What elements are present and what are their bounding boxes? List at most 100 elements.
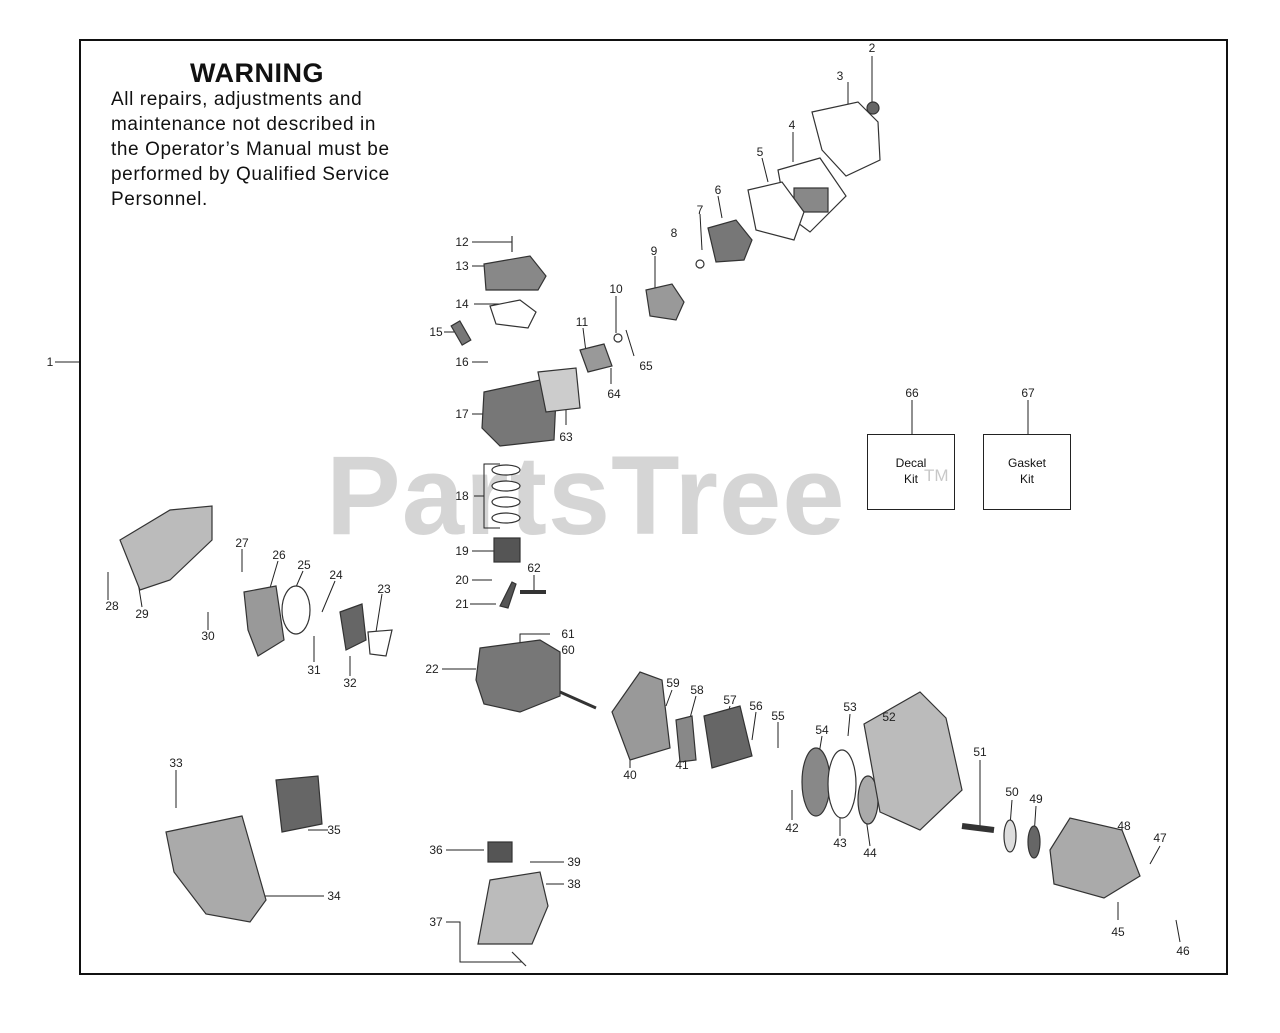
part-number-label[interactable]: 14 [455,297,469,311]
pulley [801,747,831,817]
part-number-label[interactable]: 5 [756,145,764,159]
carburetor [707,219,753,263]
module [339,603,367,651]
warning-line: the Operator’s Manual must be [111,139,390,160]
part-number-label[interactable]: 19 [455,544,469,558]
part-number-label[interactable]: 42 [785,821,799,835]
part-number-label[interactable]: 63 [559,430,573,444]
part-number-label[interactable]: 49 [1029,792,1043,806]
clip [367,629,393,657]
part-number-label[interactable]: 51 [973,745,987,759]
air-filter-cover [811,101,881,177]
insulator [579,343,613,373]
part-number-label[interactable]: 17 [455,407,469,421]
part-number-label[interactable]: 1 [46,355,54,369]
part-number-label[interactable]: 31 [307,663,321,677]
part-number-label[interactable]: 22 [425,662,439,676]
gasket-ring [281,585,311,635]
o-ring [613,333,623,343]
spark-plug [450,320,472,346]
part-number-label[interactable]: 53 [843,700,857,714]
intake-manifold [645,283,685,321]
part-number-label[interactable]: 10 [609,282,623,296]
part-number-label[interactable]: 27 [235,536,249,550]
part-number-label[interactable]: 66 [905,386,919,400]
part-number-label[interactable]: 58 [690,683,704,697]
muffler-cover [165,815,267,923]
part-number-label[interactable]: 7 [696,203,704,217]
fuel-tank [477,871,549,945]
part-number-label[interactable]: 44 [863,846,877,860]
part-number-label[interactable]: 40 [623,768,637,782]
warning-text: All repairs, adjustments and maintenance… [111,87,451,212]
part-number-label[interactable]: 11 [575,315,589,329]
part-number-label[interactable]: 60 [561,643,575,657]
spring [827,749,857,819]
gasket-kit-box[interactable]: Gasket Kit [983,434,1071,510]
flywheel [703,705,753,769]
part-number-label[interactable]: 18 [455,489,469,503]
part-number-label[interactable]: 25 [297,558,311,572]
part-number-label[interactable]: 24 [329,568,343,582]
part-number-label[interactable]: 8 [670,226,678,240]
part-number-label[interactable]: 43 [833,836,847,850]
part-number-label[interactable]: 21 [455,597,469,611]
part-number-label[interactable]: 35 [327,823,341,837]
part-number-label[interactable]: 36 [429,843,443,857]
part-number-label[interactable]: 33 [169,756,183,770]
part-number-label[interactable]: 13 [455,259,469,273]
part-number-label[interactable]: 15 [429,325,443,339]
muffler [275,775,323,833]
part-number-label[interactable]: 47 [1153,831,1167,845]
gasket [489,299,537,329]
kit-line: Decal [895,456,927,470]
warning-line: maintenance not described in [111,114,377,135]
heat-shield [537,367,581,413]
part-number-label[interactable]: 37 [429,915,443,929]
part-number-label[interactable]: 2 [868,41,876,55]
knob [866,101,880,115]
part-number-label[interactable]: 4 [788,118,796,132]
kit-line: Kit [903,472,918,486]
part-number-label[interactable]: 65 [639,359,653,373]
part-number-label[interactable]: 3 [836,69,844,83]
part-number-label[interactable]: 23 [377,582,391,596]
part-number-label[interactable]: 9 [650,244,658,258]
part-number-label[interactable]: 64 [607,387,621,401]
air-box-base [747,181,805,241]
part-number-label[interactable]: 39 [567,855,581,869]
fuel-cap [487,841,513,863]
part-number-label[interactable]: 61 [561,627,575,641]
part-number-label[interactable]: 41 [675,758,689,772]
part-number-label[interactable]: 62 [527,561,541,575]
part-number-label[interactable]: 26 [272,548,286,562]
part-number-label[interactable]: 45 [1111,925,1125,939]
part-number-label[interactable]: 12 [455,235,469,249]
part-number-label[interactable]: 50 [1005,785,1019,799]
part-number-label[interactable]: 59 [666,676,680,690]
part-number-label[interactable]: 30 [201,629,215,643]
decal-kit-box[interactable]: Decal Kit [867,434,955,510]
part-number-label[interactable]: 20 [455,573,469,587]
starter-housing [863,691,963,831]
part-number-label[interactable]: 48 [1117,819,1131,833]
kit-line: Kit [1019,472,1034,486]
clutch-housing [1049,817,1141,899]
part-number-label[interactable]: 55 [771,709,785,723]
part-number-label[interactable]: 57 [723,693,737,707]
part-number-label[interactable]: 67 [1021,386,1035,400]
part-number-label[interactable]: 32 [343,676,357,690]
part-number-label[interactable]: 56 [749,699,763,713]
part-number-label[interactable]: 6 [714,183,722,197]
part-number-label[interactable]: 34 [327,889,341,903]
part-number-label[interactable]: 46 [1176,944,1190,958]
part-number-label[interactable]: 16 [455,355,469,369]
part-number-label[interactable]: 29 [135,607,149,621]
part-number-label[interactable]: 52 [882,710,896,724]
part-number-label[interactable]: 38 [567,877,581,891]
warning-line: All repairs, adjustments and [111,89,363,110]
part-number-label[interactable]: 28 [105,599,119,613]
module [675,715,697,763]
part-number-label[interactable]: 54 [815,723,829,737]
